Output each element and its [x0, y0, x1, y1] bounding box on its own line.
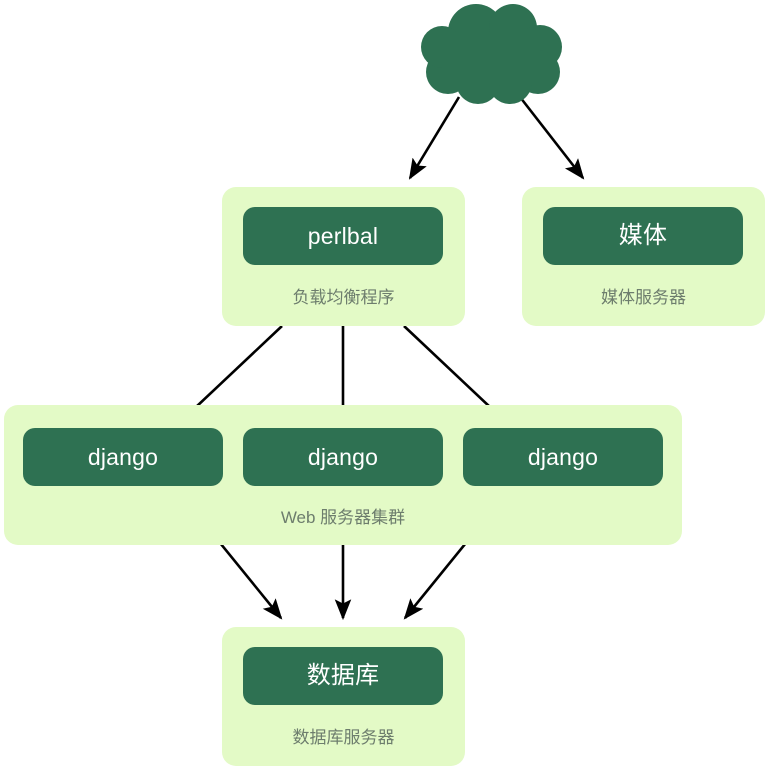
group-web-cluster-caption: Web 服务器集群 — [280, 508, 406, 527]
node-django-1-label: django — [87, 443, 159, 470]
node-perlbal[interactable]: perlbal — [243, 207, 443, 265]
node-database-label: 数据库 — [306, 662, 380, 689]
node-database[interactable]: 数据库 — [243, 647, 443, 705]
node-perlbal-label: perlbal — [307, 222, 379, 249]
node-django-3[interactable]: django — [463, 428, 663, 486]
node-django-3-label: django — [527, 443, 599, 470]
node-media[interactable]: 媒体 — [543, 207, 743, 265]
group-load-balancer-caption: 负载均衡程序 — [292, 288, 395, 307]
group-media-caption: 媒体服务器 — [601, 288, 686, 307]
group-database-caption: 数据库服务器 — [292, 728, 395, 747]
edge-cloud-to-perlbal — [408, 96, 461, 180]
node-django-1[interactable]: django — [23, 428, 223, 486]
node-django-2-label: django — [307, 443, 379, 470]
internet-cloud[interactable] — [418, 2, 566, 106]
node-media-label: 媒体 — [618, 222, 668, 249]
node-django-2[interactable]: django — [243, 428, 443, 486]
edge-cloud-to-media — [518, 96, 585, 180]
cloud-icon — [421, 4, 562, 104]
